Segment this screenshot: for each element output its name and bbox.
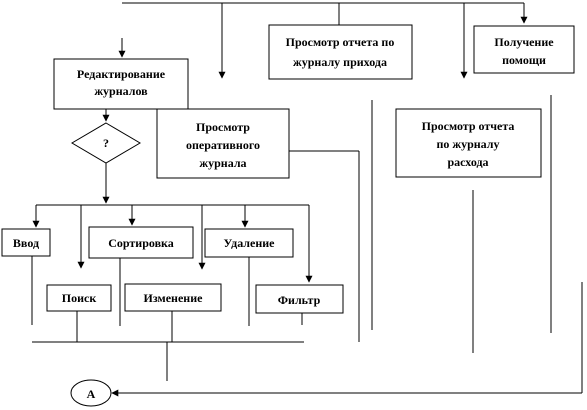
node-view-operative-line2: оперативного <box>186 138 260 152</box>
node-input-label: Ввод <box>13 236 39 250</box>
connector-lines <box>31 2 583 397</box>
node-view-income-line2: журналу прихода <box>293 55 387 69</box>
node-search: Поиск <box>46 284 112 312</box>
node-get-help-line1: Получение <box>494 35 554 49</box>
node-view-expense-line2: по журналу <box>436 137 499 151</box>
node-view-income-line1: Просмотр отчета по <box>286 35 395 49</box>
node-decision-label: ? <box>103 136 109 150</box>
node-view-operative: Просмотр оперативного журнала <box>156 108 290 179</box>
node-view-expense-line3: расхода <box>447 155 488 169</box>
node-change: Изменение <box>124 283 222 312</box>
node-search-label: Поиск <box>62 291 97 305</box>
node-view-expense: Просмотр отчета по журналу расхода <box>395 108 542 178</box>
node-get-help-line2: помощи <box>502 53 546 67</box>
node-view-expense-line1: Просмотр отчета <box>422 119 515 133</box>
node-connector-a-label: А <box>87 387 96 401</box>
node-view-operative-line1: Просмотр <box>196 120 250 134</box>
node-filter: Фильтр <box>255 284 344 314</box>
node-view-income: Просмотр отчета по журналу прихода <box>268 24 413 80</box>
node-connector-a: А <box>70 379 112 407</box>
node-sort-label: Сортировка <box>108 236 174 250</box>
node-filter-label: Фильтр <box>278 293 321 307</box>
node-input: Ввод <box>1 228 51 257</box>
node-edit-journals-line2: журналов <box>94 84 148 98</box>
node-view-operative-line3: журнала <box>199 156 246 170</box>
node-change-label: Изменение <box>144 291 204 305</box>
node-sort: Сортировка <box>88 226 194 259</box>
node-delete: Удаление <box>204 228 294 258</box>
node-delete-label: Удаление <box>223 236 275 250</box>
node-edit-journals: Редактирование журналов <box>53 58 189 110</box>
node-get-help: Получение помощи <box>473 25 575 74</box>
node-decision: ? <box>71 122 141 164</box>
node-edit-journals-line1: Редактирование <box>77 67 166 81</box>
